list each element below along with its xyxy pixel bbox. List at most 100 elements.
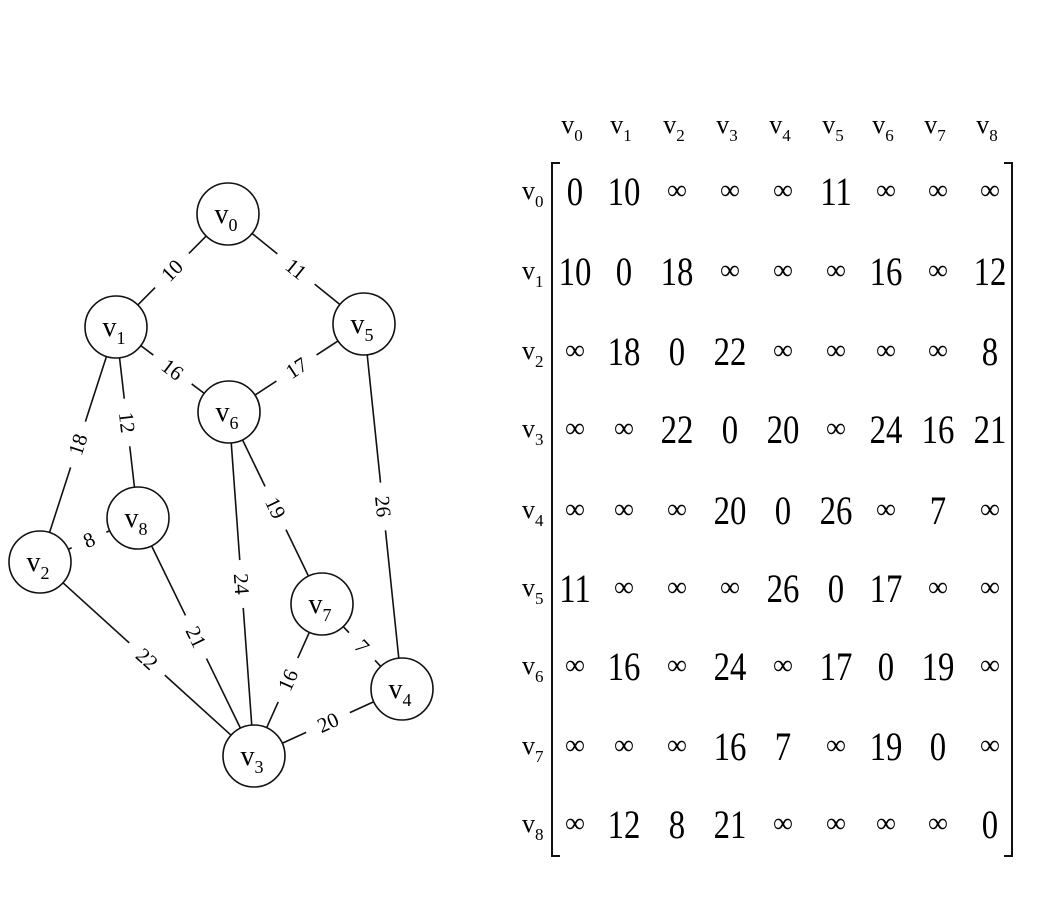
row-header-letter: v bbox=[522, 731, 535, 760]
edge-line bbox=[265, 701, 279, 729]
matrix-cell: 24 bbox=[714, 644, 747, 689]
edge-line bbox=[285, 529, 310, 577]
graph-node-v3: v3 bbox=[222, 724, 286, 788]
row-header: v5 bbox=[522, 573, 544, 608]
graph-node-v1: v1 bbox=[84, 295, 148, 359]
node-label-letter: v bbox=[309, 589, 323, 620]
row-header-subscript: 8 bbox=[535, 825, 544, 844]
node-label-subscript: 2 bbox=[41, 563, 50, 583]
matrix-cell: ∞ bbox=[826, 730, 846, 761]
matrix-cell: 17 bbox=[870, 566, 903, 611]
graph-node-v5: v5 bbox=[332, 292, 396, 356]
edge-line bbox=[384, 530, 400, 659]
row-header-letter: v bbox=[522, 176, 535, 205]
matrix-cell: ∞ bbox=[876, 335, 896, 366]
graph-node-v0: v0 bbox=[196, 182, 260, 246]
matrix-cell: 20 bbox=[767, 407, 800, 452]
column-header: v1 bbox=[610, 110, 632, 145]
node-label-subscript: 6 bbox=[230, 413, 239, 433]
matrix-cell: ∞ bbox=[667, 650, 687, 681]
node-label-letter: v bbox=[241, 741, 255, 772]
column-header-subscript: 3 bbox=[729, 126, 738, 145]
column-header: v4 bbox=[769, 110, 791, 145]
edge-line bbox=[297, 631, 311, 659]
matrix-cell: 10 bbox=[608, 169, 641, 214]
edge-line bbox=[205, 658, 242, 729]
matrix-cell: 8 bbox=[982, 329, 998, 374]
matrix-cell: 18 bbox=[661, 249, 694, 294]
matrix-cell: ∞ bbox=[980, 572, 1000, 603]
row-header-letter: v bbox=[522, 809, 535, 838]
column-header-letter: v bbox=[976, 110, 989, 139]
edge-line bbox=[128, 446, 136, 488]
column-header-subscript: 4 bbox=[782, 126, 791, 145]
matrix-cell: ∞ bbox=[565, 650, 585, 681]
row-header-subscript: 6 bbox=[535, 667, 544, 686]
matrix-cell: 0 bbox=[616, 249, 632, 294]
node-label-subscript: 8 bbox=[139, 519, 148, 539]
column-header-letter: v bbox=[872, 110, 885, 139]
matrix-cell: 17 bbox=[820, 644, 853, 689]
matrix-cell: ∞ bbox=[667, 494, 687, 525]
node-circle bbox=[197, 380, 261, 444]
node-label-letter: v bbox=[125, 503, 139, 534]
edge-line bbox=[150, 545, 187, 616]
column-header: v6 bbox=[872, 110, 894, 145]
row-header-subscript: 0 bbox=[535, 192, 544, 211]
matrix-cell: ∞ bbox=[667, 730, 687, 761]
node-circle bbox=[8, 530, 72, 594]
column-header: v8 bbox=[976, 110, 998, 145]
column-header: v2 bbox=[663, 110, 685, 145]
row-header-letter: v bbox=[522, 414, 535, 443]
matrix-cell: ∞ bbox=[773, 175, 793, 206]
matrix-cell: ∞ bbox=[720, 255, 740, 286]
graph-node-v2: v2 bbox=[8, 530, 72, 594]
matrix-cell: ∞ bbox=[773, 255, 793, 286]
node-label-letter: v bbox=[27, 547, 41, 578]
matrix-cell: ∞ bbox=[826, 413, 846, 444]
node-circle bbox=[290, 572, 354, 636]
matrix-cell: ∞ bbox=[773, 650, 793, 681]
node-label-subscript: 7 bbox=[323, 605, 332, 625]
matrix-cell: ∞ bbox=[667, 572, 687, 603]
node-circle bbox=[370, 657, 434, 721]
row-header-subscript: 1 bbox=[535, 272, 544, 291]
node-label: v8 bbox=[125, 503, 148, 539]
matrix-cell: ∞ bbox=[614, 730, 634, 761]
edge-line bbox=[316, 340, 339, 356]
matrix-cell: ∞ bbox=[928, 572, 948, 603]
matrix-cell: ∞ bbox=[720, 175, 740, 206]
matrix-cell: ∞ bbox=[928, 255, 948, 286]
column-header-letter: v bbox=[663, 110, 676, 139]
matrix-cell: 26 bbox=[767, 566, 800, 611]
row-header: v4 bbox=[522, 495, 544, 530]
matrix-cell: 16 bbox=[608, 644, 641, 689]
edge-line bbox=[366, 354, 382, 483]
column-header-subscript: 0 bbox=[574, 126, 583, 145]
graph-edge: 24 bbox=[229, 442, 255, 726]
matrix-cell: ∞ bbox=[980, 650, 1000, 681]
edge-line bbox=[164, 674, 232, 736]
column-header-subscript: 1 bbox=[623, 126, 632, 145]
node-label-letter: v bbox=[103, 312, 117, 343]
matrix-cell: ∞ bbox=[720, 572, 740, 603]
node-label: v6 bbox=[216, 397, 239, 433]
graph-node-v6: v6 bbox=[197, 380, 261, 444]
matrix-cell: 12 bbox=[608, 802, 641, 847]
row-header: v1 bbox=[522, 256, 544, 291]
column-header-subscript: 8 bbox=[989, 126, 998, 145]
edge-weight-label: 24 bbox=[229, 573, 255, 596]
node-label-letter: v bbox=[215, 199, 229, 230]
node-label-letter: v bbox=[389, 674, 403, 705]
matrix-cell: 22 bbox=[661, 407, 694, 452]
matrix-cell: ∞ bbox=[826, 808, 846, 839]
matrix-cell: 10 bbox=[559, 249, 592, 294]
column-header-subscript: 2 bbox=[676, 126, 685, 145]
row-header-subscript: 7 bbox=[535, 747, 544, 766]
node-circle bbox=[84, 295, 148, 359]
matrix-cell: 0 bbox=[878, 644, 894, 689]
